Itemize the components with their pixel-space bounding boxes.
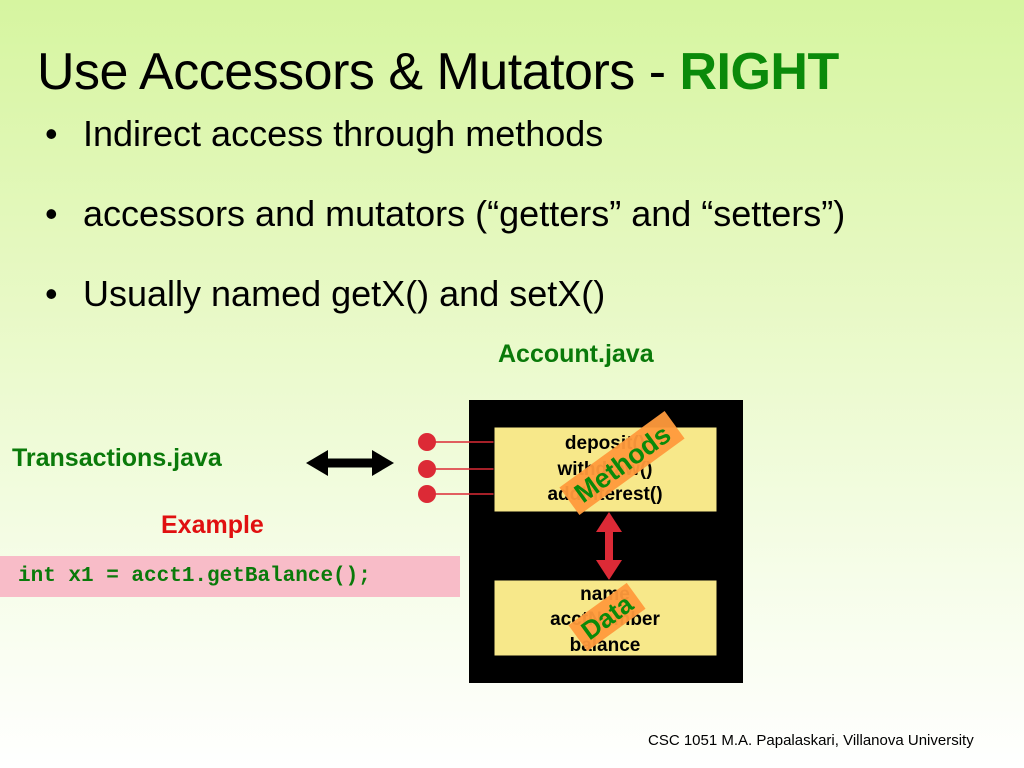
code-snippet: int x1 = acct1.getBalance(); — [0, 556, 460, 597]
bullet-text: Usually named getX() and setX() — [83, 273, 606, 314]
port-dot — [418, 460, 436, 478]
bullet-text: Indirect access through methods — [83, 113, 604, 154]
bullet-text: accessors and mutators (“getters” and “s… — [83, 193, 846, 234]
transactions-java-label: Transactions.java — [12, 444, 222, 472]
account-java-label: Account.java — [498, 340, 654, 368]
footer-credit: CSC 1051 M.A. Papalaskari, Villanova Uni… — [648, 732, 974, 749]
bullet-glyph: • — [45, 113, 58, 154]
bullet-glyph: • — [45, 193, 58, 234]
bullet-item: • Usually named getX() and setX() — [45, 273, 845, 353]
slide-title: Use Accessors & Mutators - RIGHT — [37, 42, 839, 102]
bullet-item: • accessors and mutators (“getters” and “… — [45, 193, 845, 273]
vertical-double-arrow-icon — [596, 512, 622, 580]
title-main: Use Accessors & Mutators - — [37, 43, 680, 101]
bullet-list: • Indirect access through methods • access… — [45, 113, 845, 353]
bullet-item: • Indirect access through methods — [45, 113, 845, 193]
method-ports — [418, 433, 494, 503]
example-label: Example — [161, 511, 264, 539]
bullet-glyph: • — [45, 273, 58, 314]
double-arrow-icon — [306, 450, 394, 476]
port-dot — [418, 485, 436, 503]
port-dot — [418, 433, 436, 451]
title-highlight: RIGHT — [679, 43, 839, 101]
